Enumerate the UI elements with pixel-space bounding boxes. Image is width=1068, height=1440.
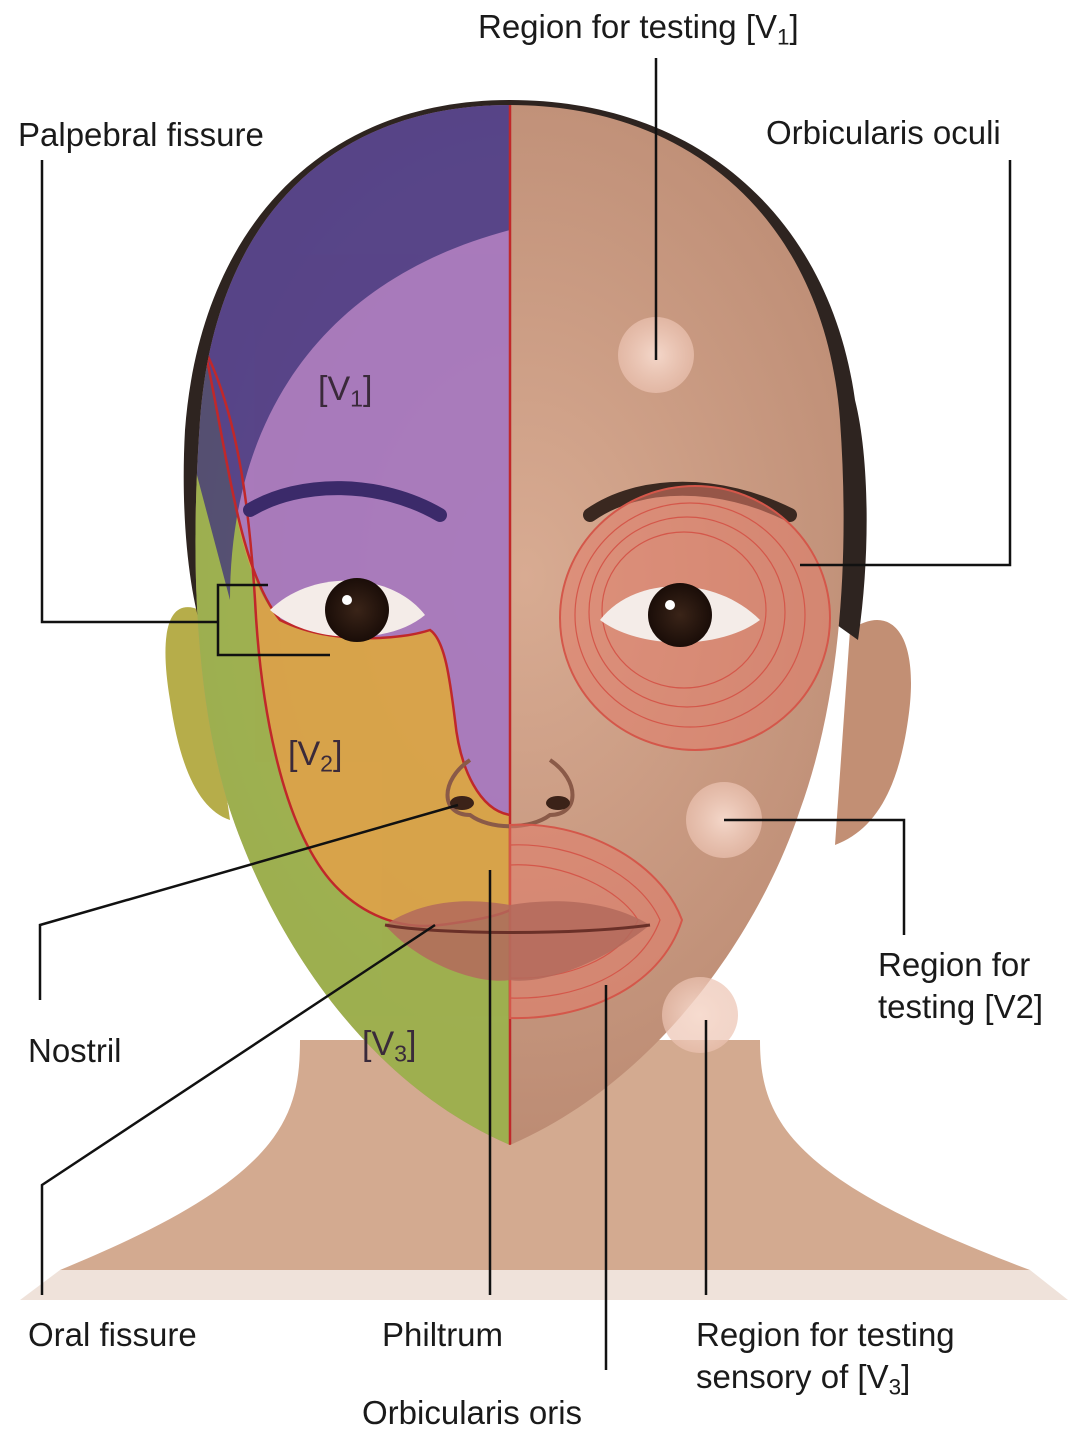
label-region-for-testing-v3-line1: Region for testing [696, 1314, 955, 1356]
shoulder-fade [20, 1270, 1068, 1300]
label-orbicularis-oculi: Orbicularis oculi [766, 112, 1001, 154]
v3-zone-label: [V3] [362, 1025, 416, 1064]
label-region-for-testing-v2-line1: Region for [878, 944, 1030, 986]
label-region-for-testing-v2-line2: testing [V2] [878, 986, 1043, 1028]
right-ear [835, 620, 911, 845]
label-nostril: Nostril [28, 1030, 122, 1072]
label-palpebral-fissure: Palpebral fissure [18, 114, 264, 156]
v1-zone-label: [V1] [318, 370, 372, 409]
label-oral-fissure: Oral fissure [28, 1314, 197, 1356]
v2-zone-label: [V2] [288, 735, 342, 774]
label-region-for-testing-v1: Region for testing [V1] [478, 6, 799, 48]
label-region-for-testing-v3-line2: sensory of [V3] [696, 1356, 910, 1398]
label-orbicularis-oris: Orbicularis oris [362, 1392, 582, 1434]
v3-testing-spot [662, 977, 738, 1053]
label-philtrum: Philtrum [382, 1314, 503, 1356]
